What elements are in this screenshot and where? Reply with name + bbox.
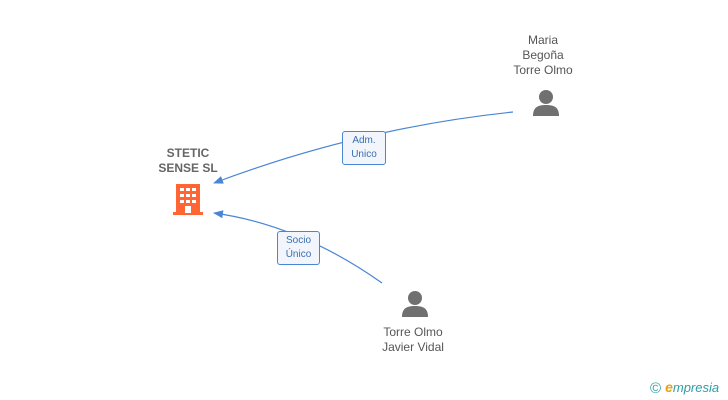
person-name-line: Torre Olmo bbox=[513, 63, 573, 77]
relation-label-line: Adm. bbox=[352, 135, 376, 146]
relation-label-line: Unico bbox=[351, 149, 377, 160]
relation-label-line: Único bbox=[285, 249, 312, 260]
empresia-logo[interactable]: ©empresia bbox=[650, 379, 719, 397]
relation-label-adm-unico[interactable]: Adm. Unico bbox=[342, 131, 386, 165]
person-name-line: Maria bbox=[527, 33, 558, 47]
brand-rest: mpresia bbox=[672, 380, 720, 395]
person-name-line: Begoña bbox=[522, 48, 564, 62]
company-name-line: SENSE SL bbox=[158, 161, 218, 175]
copyright-icon: © bbox=[650, 380, 662, 397]
person-icon[interactable] bbox=[531, 88, 561, 118]
person-icon[interactable] bbox=[400, 289, 430, 319]
company-name[interactable]: STETIC SENSE SL bbox=[138, 146, 238, 176]
company-name-line: STETIC bbox=[166, 146, 210, 160]
person-name-line: Torre Olmo bbox=[383, 325, 443, 339]
relation-label-line: Socio bbox=[285, 235, 311, 246]
person-name-javier-vidal[interactable]: Torre Olmo Javier Vidal bbox=[363, 325, 463, 355]
relation-label-socio-unico[interactable]: Socio Único bbox=[277, 231, 320, 265]
person-name-line: Javier Vidal bbox=[382, 340, 444, 354]
person-name-maria-begona[interactable]: Maria Begoña Torre Olmo bbox=[493, 33, 593, 78]
building-icon[interactable] bbox=[172, 182, 204, 216]
brand-e: e bbox=[665, 379, 673, 395]
